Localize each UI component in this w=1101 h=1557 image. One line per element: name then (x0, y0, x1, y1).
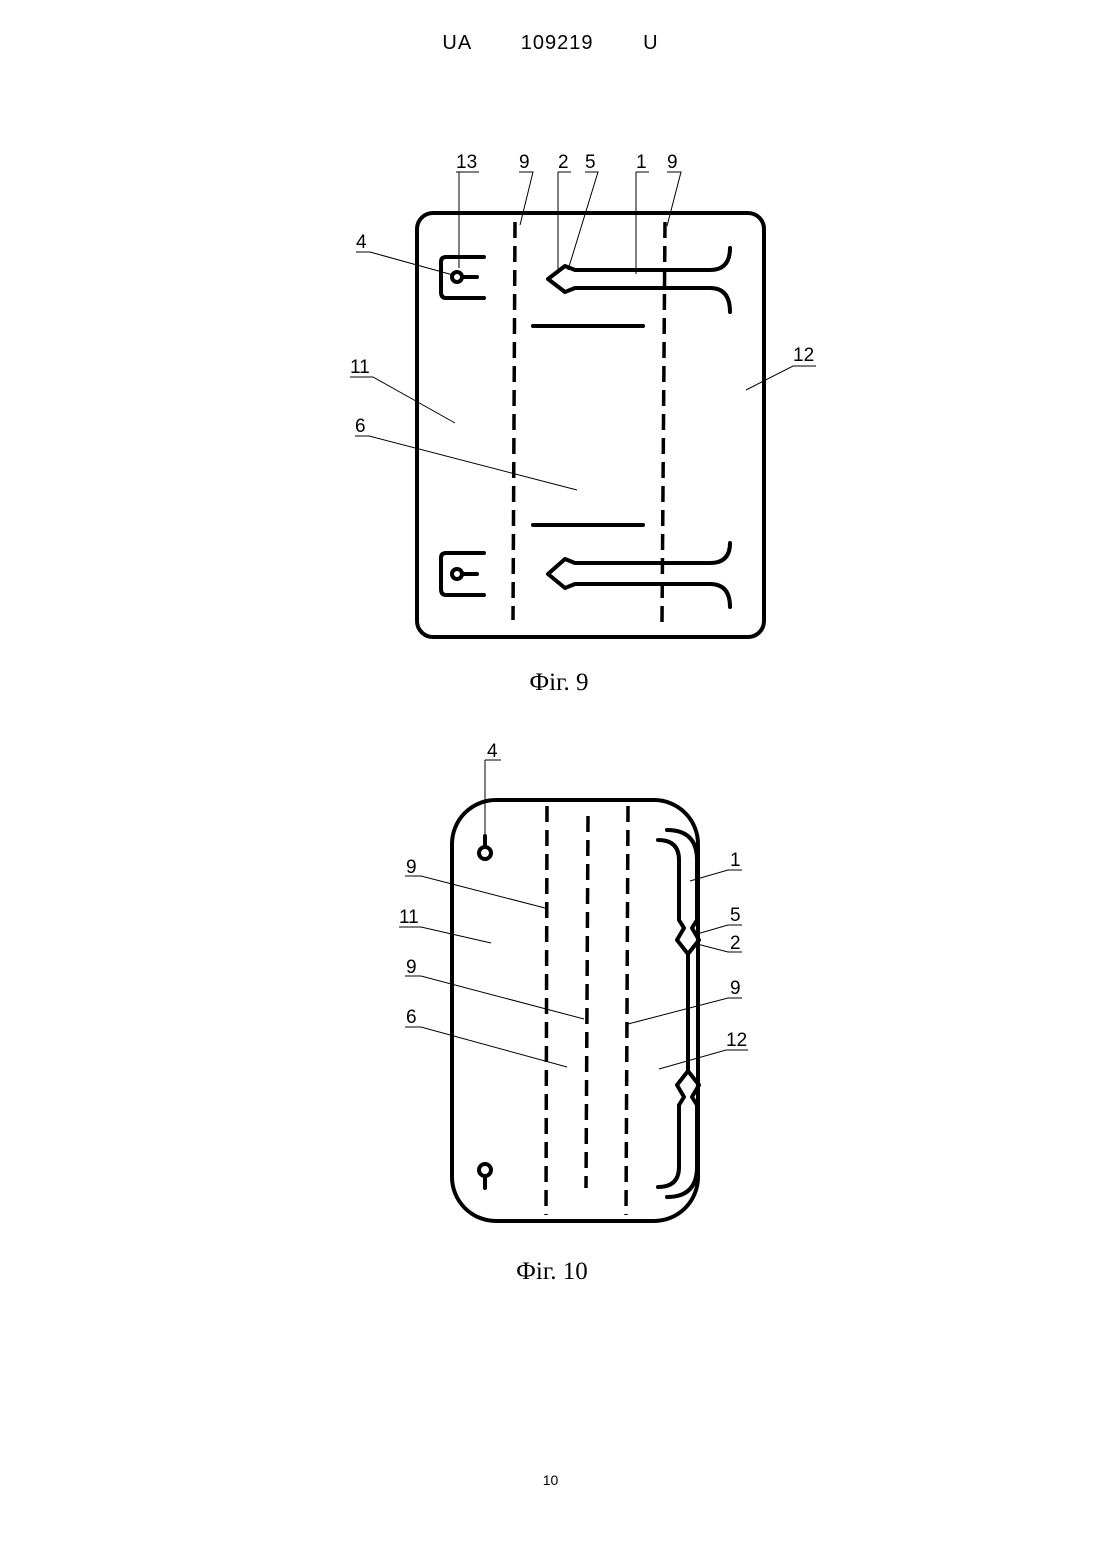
fig9-label-5: 5 (585, 152, 596, 173)
fig10-fold-line-1 (546, 806, 547, 1215)
fig9-label-6: 6 (355, 416, 366, 437)
fig10-label-5: 5 (730, 905, 741, 926)
fig10-label-9b: 9 (406, 957, 417, 978)
fig9-label-12: 12 (793, 345, 814, 366)
fig10-label-2: 2 (730, 933, 741, 954)
fig10-label-9c: 9 (730, 978, 741, 999)
fig10-label-9a: 9 (406, 857, 417, 878)
fig9-caption: Фіг. 9 (529, 669, 588, 696)
fig10-label-12: 12 (726, 1030, 747, 1051)
page-number: 10 (0, 1472, 1101, 1488)
fig9-slot-top (548, 248, 730, 312)
fig10-caption: Фіг. 10 (516, 1258, 588, 1285)
fig10-fold-line-3 (626, 806, 628, 1215)
figure-9: 13 9 2 5 1 9 4 11 12 6 Фіг. 9 (350, 152, 816, 696)
figure-10: 4 1 9 11 5 2 9 9 6 12 Фіг. 10 (399, 741, 748, 1285)
fig9-leader-9a (519, 172, 533, 225)
fig10-leader-6 (405, 1027, 567, 1067)
fig9-label-2: 2 (558, 152, 569, 173)
fig9-leader-9b (667, 172, 681, 226)
fig9-leader-1 (636, 172, 649, 274)
fig10-outline (452, 800, 698, 1221)
fig9-label-9a: 9 (519, 152, 530, 173)
fig10-slot (658, 830, 699, 954)
fig9-label-4: 4 (356, 232, 367, 253)
fig9-fold-line-left (513, 222, 515, 620)
fig9-leader-4 (356, 252, 453, 275)
fig9-leader-2 (558, 172, 571, 272)
fig10-label-11: 11 (399, 907, 419, 928)
fig9-label-13: 13 (456, 152, 477, 173)
fig10-slot-lower (658, 1071, 699, 1197)
fig10-leader-12 (659, 1050, 748, 1069)
fig9-leader-13 (456, 172, 479, 268)
fig9-leader-11 (350, 377, 455, 423)
fig10-leader-9c (628, 998, 742, 1024)
fig9-leader-12 (746, 366, 816, 390)
fig10-label-6: 6 (406, 1007, 417, 1028)
fig9-leader-6 (355, 436, 577, 490)
fig9-label-9b: 9 (667, 152, 678, 173)
fig9-slot-bottom (548, 543, 730, 607)
fig10-fold-line-2 (586, 816, 588, 1188)
fig9-label-11: 11 (350, 357, 370, 378)
fig10-label-4: 4 (487, 741, 498, 762)
fig9-label-1: 1 (636, 152, 647, 173)
fig10-leader-9a (405, 876, 545, 908)
fig10-leader-9b (405, 976, 584, 1019)
fig9-leader-5 (568, 172, 598, 270)
fig10-label-1: 1 (730, 850, 741, 871)
fig10-leader-11 (399, 927, 491, 943)
